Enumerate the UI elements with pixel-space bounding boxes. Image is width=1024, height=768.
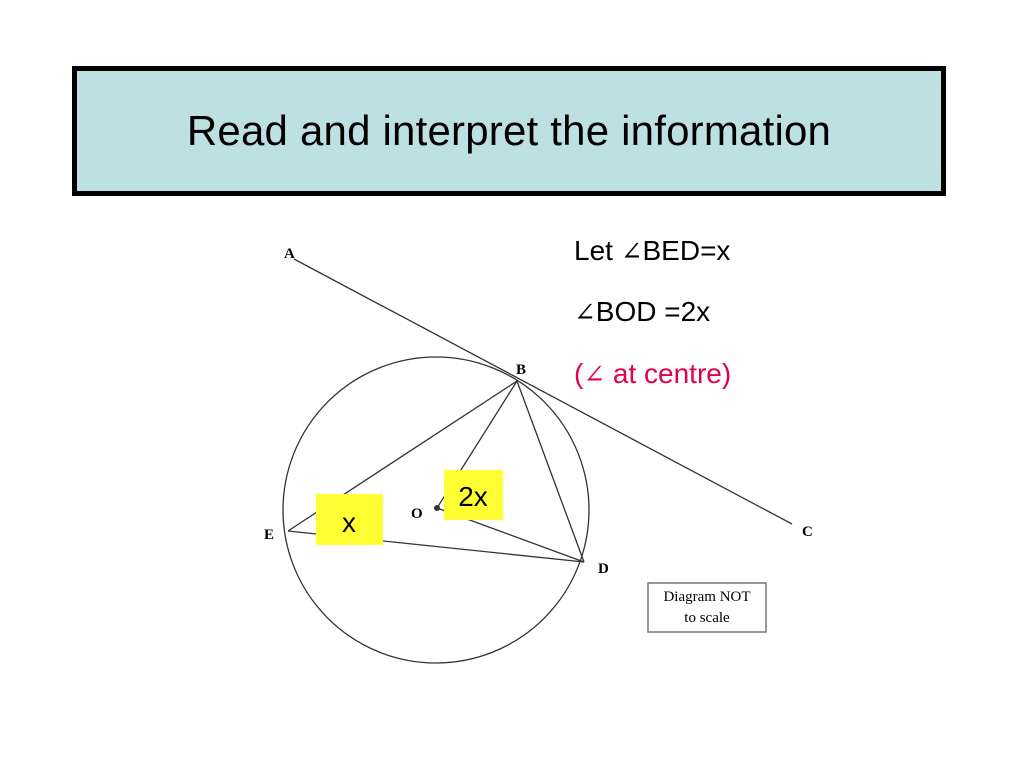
angle-x-label: x	[342, 507, 356, 538]
chord-BD	[516, 380, 585, 563]
info-line-1: Let ∠BED=x	[574, 235, 731, 267]
angle-2x-highlight	[444, 470, 503, 520]
scale-note-line2: to scale	[684, 610, 730, 626]
label-D: D	[598, 561, 609, 577]
centre-point	[434, 505, 440, 511]
page-title: Read and interpret the information	[186, 107, 832, 154]
info-line-3: (∠ at centre)	[574, 358, 732, 390]
let-text: Let	[574, 235, 621, 266]
angle-symbol-icon: ∠	[583, 360, 606, 390]
label-B: B	[516, 362, 526, 378]
label-O: O	[411, 506, 423, 522]
angle-2x-label: 2x	[458, 481, 488, 512]
scale-note-box	[647, 582, 767, 633]
label-E: E	[264, 527, 274, 543]
angle-symbol-icon: ∠	[620, 237, 643, 267]
angle-x-highlight	[316, 494, 383, 545]
label-A: A	[284, 246, 295, 262]
angle-bod-text: BOD =2x	[595, 296, 711, 327]
angle-bed-text: BED=x	[642, 235, 731, 266]
title-banner: Read and interpret the information	[72, 66, 946, 196]
info-line-2: ∠BOD =2x	[574, 296, 711, 328]
angle-symbol-icon: ∠	[574, 298, 596, 328]
at-centre-text: at centre)	[605, 358, 732, 389]
circle	[282, 356, 590, 664]
open-paren: (	[574, 358, 584, 389]
label-C: C	[802, 524, 813, 540]
tangent-line-AC	[293, 258, 793, 525]
scale-note-line1: Diagram NOT	[663, 589, 750, 605]
